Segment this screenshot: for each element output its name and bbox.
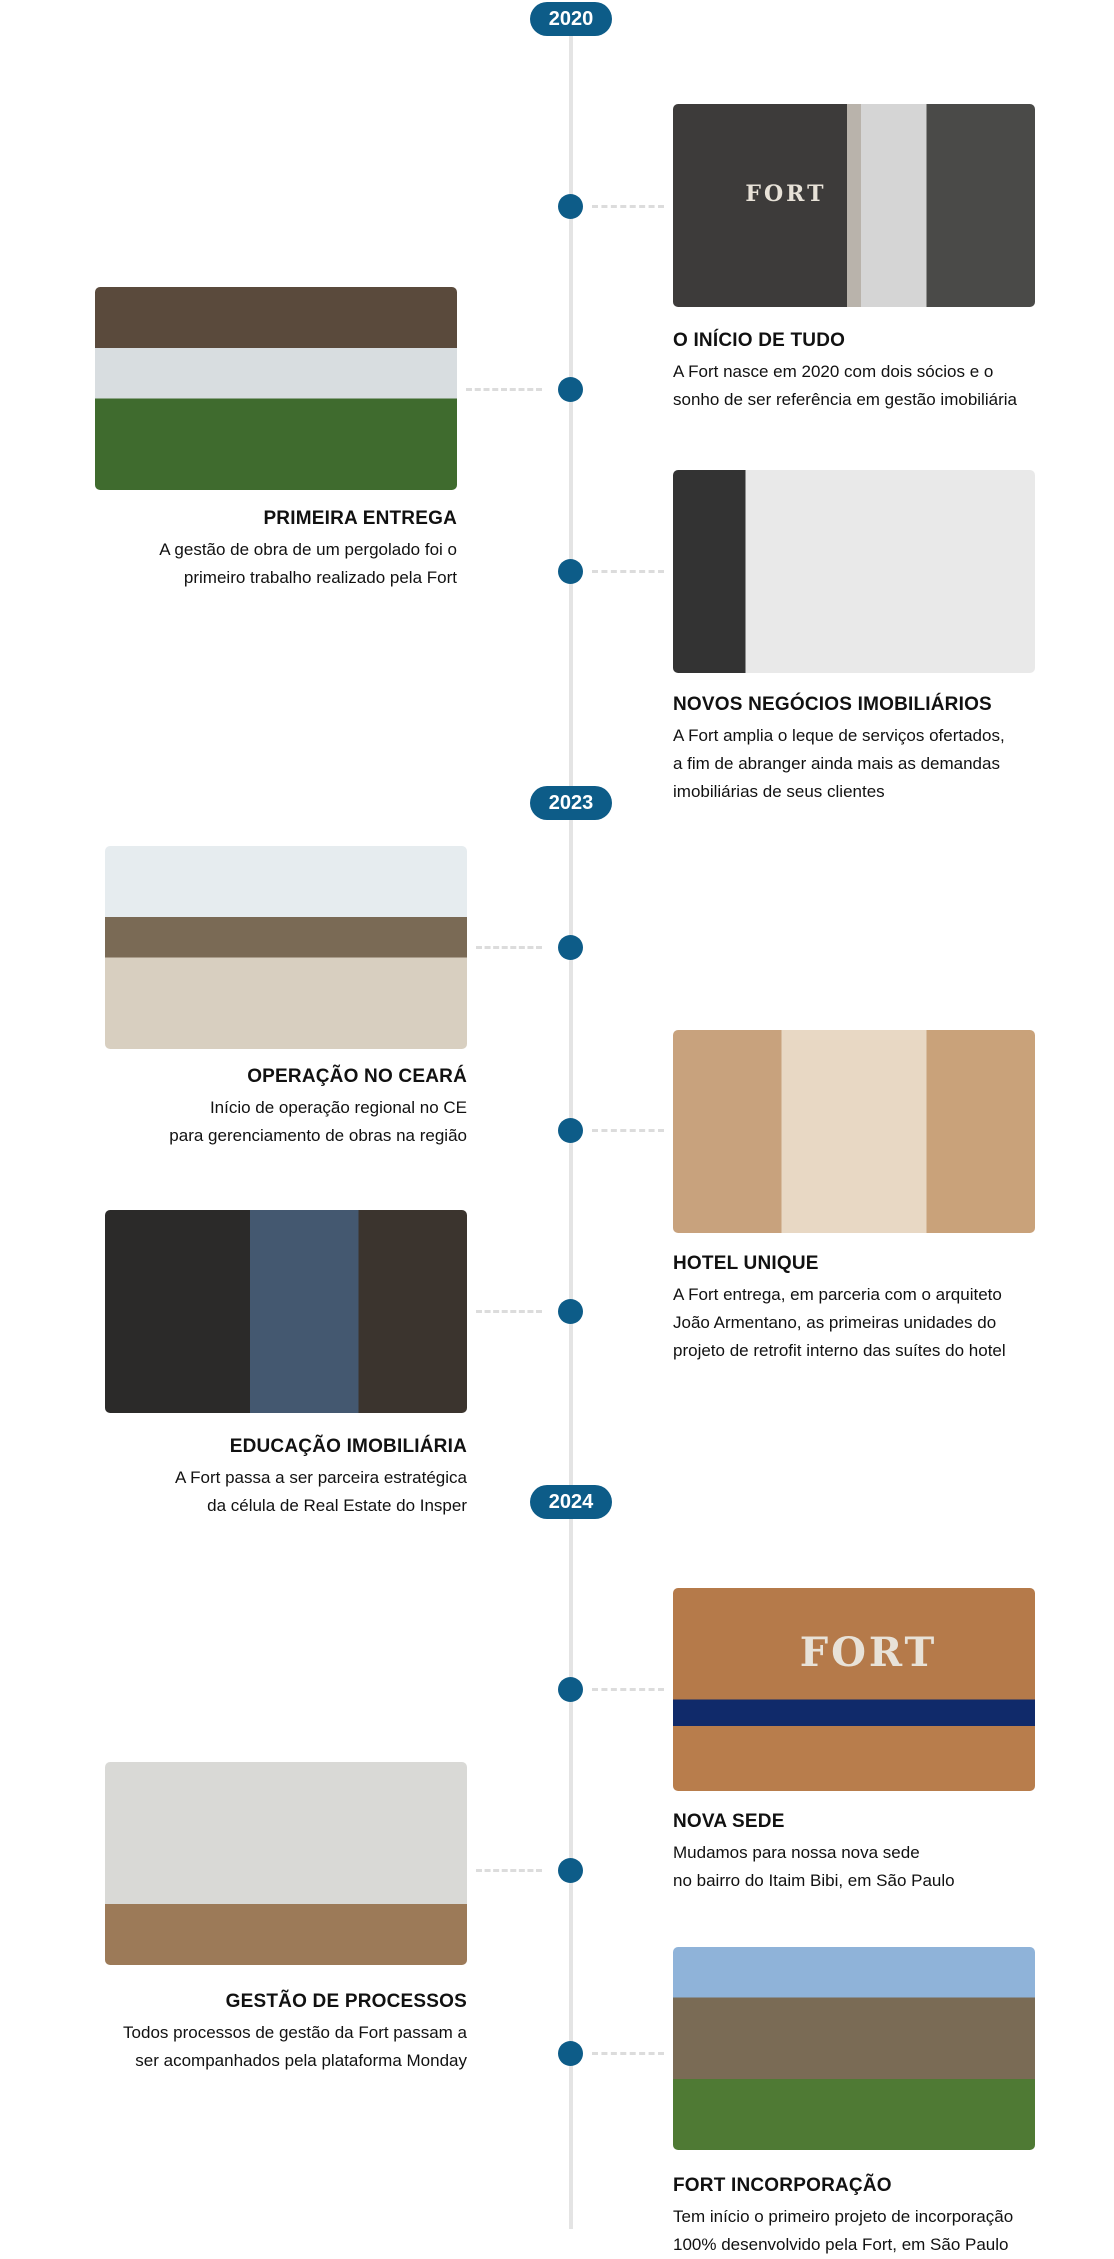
new-office-ribbon-photo: FORT <box>673 1588 1035 1791</box>
item-title: HOTEL UNIQUE <box>673 1253 819 1274</box>
connector-dashes <box>592 570 664 576</box>
timeline-dot <box>558 1677 583 1702</box>
connector-dashes <box>476 946 542 952</box>
description-line: sonho de ser referência em gestão imobil… <box>673 390 1017 409</box>
timeline-dot <box>558 194 583 219</box>
description-line: da célula de Real Estate do Insper <box>207 1496 467 1515</box>
connector-dashes <box>592 1688 664 1694</box>
year-badge-2020: 2020 <box>530 2 612 36</box>
office-entrance-fort-sign: FORT <box>673 104 1035 307</box>
item-title: O INÍCIO DE TUDO <box>673 330 846 351</box>
description-line: A Fort amplia o leque de serviços oferta… <box>673 726 1005 745</box>
connector-dashes <box>466 388 542 394</box>
year-badge-2023: 2023 <box>530 786 612 820</box>
description-line: A gestão de obra de um pergolado foi o <box>159 540 457 559</box>
timeline-dot <box>558 377 583 402</box>
connector-dashes <box>592 205 664 211</box>
description-line: Mudamos para nossa nova sede <box>673 1843 920 1862</box>
year-badge-2024: 2024 <box>530 1485 612 1519</box>
item-title: NOVA SEDE <box>673 1811 785 1832</box>
timeline-dot <box>558 1299 583 1324</box>
logo-text: FORT <box>799 1628 938 1676</box>
description-line: Início de operação regional no CE <box>209 1098 467 1117</box>
description-line: ser acompanhados pela plataforma Monday <box>135 2051 467 2070</box>
item-title: NOVOS NEGÓCIOS IMOBILIÁRIOS <box>673 694 992 715</box>
item-description: A Fort amplia o leque de serviços oferta… <box>673 722 1005 806</box>
description-line: a fim de abranger ainda mais as demandas <box>673 754 1000 773</box>
logo-text: FORT <box>745 181 827 208</box>
connector-dashes <box>476 1310 542 1316</box>
item-title: OPERAÇÃO NO CEARÁ <box>247 1066 467 1087</box>
item-title: EDUCAÇÃO IMOBILIÁRIA <box>229 1436 467 1457</box>
presentation-photo <box>105 1762 467 1965</box>
item-description: Tem início o primeiro projeto de incorpo… <box>673 2203 1013 2259</box>
description-line: A Fort passa a ser parceira estratégica <box>175 1468 467 1487</box>
item-title: GESTÃO DE PROCESSOS <box>225 1991 467 2012</box>
hotel-suite-photo <box>673 1030 1035 1233</box>
item-description: Todos processos de gestão da Fort passam… <box>123 2019 467 2075</box>
connector-dashes <box>592 1129 664 1135</box>
description-line: projeto de retrofit interno das suítes d… <box>673 1341 1006 1360</box>
house-render-photo <box>673 1947 1035 2150</box>
construction-site-photo <box>105 846 467 1049</box>
description-line: Todos processos de gestão da Fort passam… <box>123 2023 467 2042</box>
description-line: A Fort nasce em 2020 com dois sócios e o <box>673 362 994 381</box>
description-line: primeiro trabalho realizado pela Fort <box>183 568 457 587</box>
connector-dashes <box>592 2052 664 2058</box>
timeline-dot <box>558 1858 583 1883</box>
timeline-dot <box>558 559 583 584</box>
description-line: João Armentano, as primeiras unidades do <box>673 1313 997 1332</box>
item-title: PRIMEIRA ENTREGA <box>263 508 457 529</box>
item-description: A Fort nasce em 2020 com dois sócios e o… <box>673 358 1017 414</box>
timeline-dot <box>558 2041 583 2066</box>
timeline-dot <box>558 935 583 960</box>
pergola-photo <box>95 287 457 490</box>
item-description: A gestão de obra de um pergolado foi o pr… <box>159 536 457 592</box>
description-line: no bairro do Itaim Bibi, em São Paulo <box>673 1871 955 1890</box>
description-line: para gerenciamento de obras na região <box>169 1126 467 1145</box>
item-description: Início de operação regional no CE para ge… <box>169 1094 467 1150</box>
description-line: Tem início o primeiro projeto de incorpo… <box>673 2207 1014 2226</box>
item-description: A Fort entrega, em parceria com o arquit… <box>673 1281 1006 1365</box>
description-line: A Fort entrega, em parceria com o arquit… <box>673 1285 1002 1304</box>
description-line: imobiliárias de seus clientes <box>673 782 885 801</box>
helmets-photo <box>673 470 1035 673</box>
item-title: FORT INCORPORAÇÃO <box>673 2175 892 2196</box>
description-line: 100% desenvolvido pela Fort, em São Paul… <box>673 2235 1009 2254</box>
meeting-photo <box>105 1210 467 1413</box>
item-description: Mudamos para nossa nova sede no bairro do… <box>673 1839 955 1895</box>
item-description: A Fort passa a ser parceira estratégica d… <box>175 1464 467 1520</box>
timeline-dot <box>558 1118 583 1143</box>
connector-dashes <box>476 1869 542 1875</box>
